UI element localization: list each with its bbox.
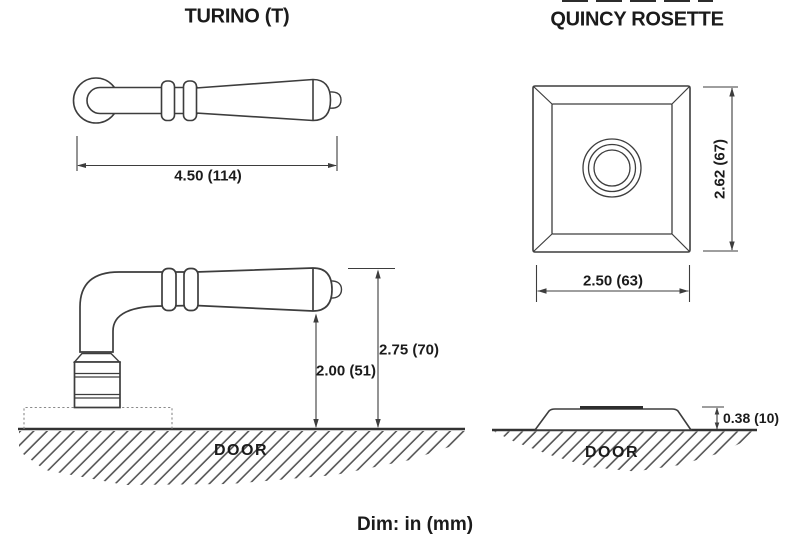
rosette-height-dimension: 2.62 (67) [711, 138, 729, 200]
arrow-down-icon [714, 422, 720, 430]
arrow-up-icon [375, 269, 381, 279]
height-dimension-lines [703, 86, 738, 252]
lever-collar-2 [183, 267, 199, 312]
lever-neck [86, 86, 198, 115]
lever-base-flare [72, 352, 122, 363]
door-label-right: DOOR [585, 444, 639, 461]
length-dimension-lines [76, 136, 338, 171]
turino-title: TURINO (T) [184, 5, 290, 28]
width-dimension-lines [535, 265, 691, 302]
arrow-left-icon [537, 288, 547, 294]
rosette-projection-dimension: 0.38 (10) [722, 410, 780, 426]
overall-height-dimension: 2.75 (70) [378, 341, 440, 359]
door-hatching [19, 431, 465, 485]
lever-outline [79, 267, 333, 353]
lever-collar-1 [161, 267, 177, 312]
grip-height-dimension: 2.00 (51) [315, 362, 377, 380]
rosette-center-rings [582, 138, 642, 198]
arrow-down-icon [375, 419, 381, 428]
arrow-left-icon [77, 163, 86, 168]
rosette-inner-square [551, 103, 673, 235]
arrow-right-icon [679, 288, 689, 294]
rosette-footprint-dotted [23, 406, 173, 429]
arrow-up-icon [313, 313, 319, 323]
lever-collar-1 [160, 80, 176, 122]
door-hatching [494, 431, 755, 472]
projection-dimension-lines [702, 406, 724, 429]
lever-collar-2 [182, 80, 198, 122]
arrow-up-icon [714, 407, 720, 415]
quincy-rosette-profile-drawing [492, 406, 757, 472]
arrow-down-icon [729, 241, 735, 251]
quincy-rosette-front-drawing [532, 85, 738, 302]
overall-height-dimension-lines [348, 267, 395, 427]
lever-base-stack [73, 361, 121, 409]
turino-length-dimension: 4.50 (114) [174, 167, 242, 185]
rosette-profile-outline [533, 408, 693, 431]
door-label-left: DOOR [214, 442, 268, 459]
quincy-rosette-title: QUINCY ROSETTE [550, 8, 724, 31]
rosette-outer-square [532, 85, 691, 253]
rosette-width-dimension: 2.50 (63) [582, 272, 644, 290]
arrow-up-icon [729, 87, 735, 97]
dimension-units-note: Dim: in (mm) [356, 514, 474, 535]
turino-top-view-drawing [72, 77, 342, 171]
rosette-bevel-lines [532, 85, 691, 253]
turino-side-view-drawing [18, 267, 465, 485]
cropped-text-artifact [562, 0, 713, 2]
lever-grip [195, 78, 332, 122]
base-groove-lines [74, 372, 120, 399]
arrow-right-icon [328, 163, 337, 168]
arrow-down-icon [313, 419, 319, 428]
